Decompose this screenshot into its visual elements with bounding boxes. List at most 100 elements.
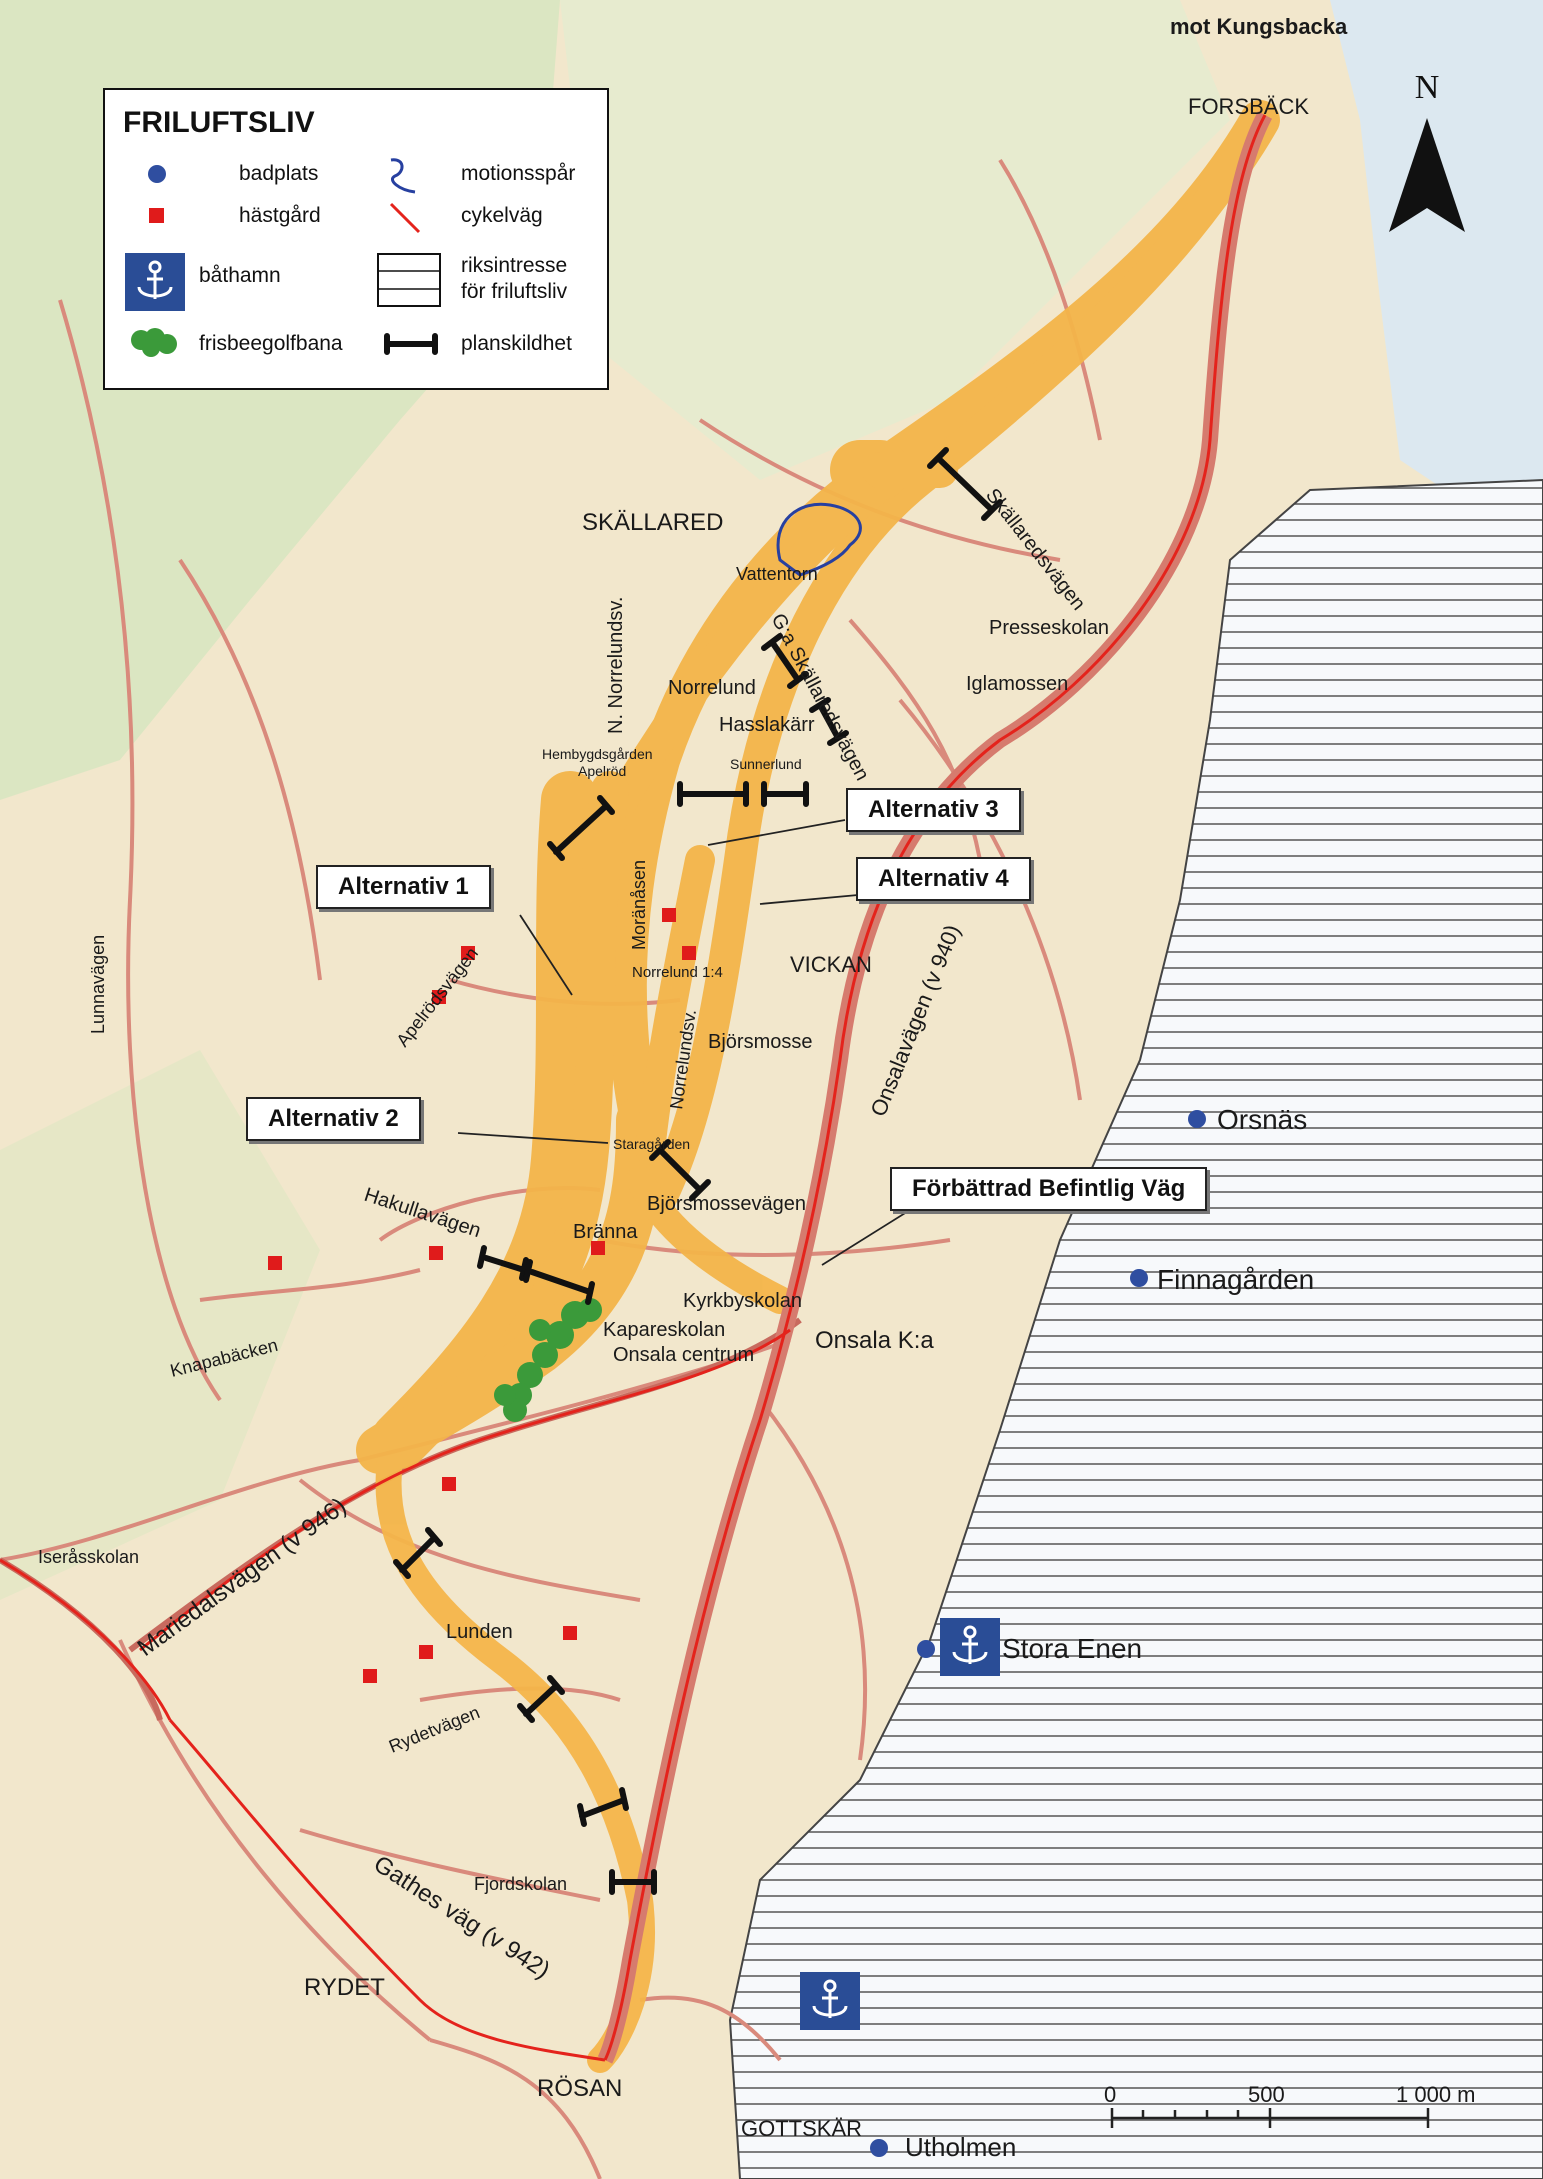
label-rosan: RÖSAN [537,2075,622,2102]
badplats-icon [148,165,166,183]
planskildhet-icon [809,697,849,746]
label-hembygdsgarden: Hembygdsgården [542,746,653,762]
hastgard-icon [149,208,164,223]
planskildhet-markers [393,447,1003,1895]
label-staragarden: Staragården [613,1136,690,1152]
hastgard-icon [662,908,676,922]
riksintresse-friluftsliv-area [728,478,1543,2179]
planskildhet-icon [609,1869,657,1895]
cykelvag-mariedalsvagen [0,1328,791,2062]
anchor-icon [800,1972,860,2030]
label-onsala-ka: Onsala K:a [815,1327,934,1354]
north-arrow: N [1389,69,1465,232]
hastgard-icon [268,1256,282,1270]
hastgard-icon [419,1645,433,1659]
legend-title: FRILUFTSLIV [123,106,315,139]
riksintresse-icon [377,253,441,307]
label-finnagarden: Finnagården [1157,1264,1314,1295]
planskildhet-icon [384,333,438,355]
label-sunnerlund: Sunnerlund [730,756,802,772]
frisbee-icon [131,328,177,357]
label-vickan: VICKAN [790,952,872,977]
callout-alternativ-3: Alternativ 3 [846,788,1021,832]
forest-area [560,0,1230,480]
planskildhet-icon [517,1675,565,1723]
corridor-alternativ-4 [644,104,1276,1216]
label-gottskar: GOTTSKÄR [741,2116,862,2141]
legend-motionsspar: motionsspår [461,162,576,185]
forest-area [0,1050,320,1600]
hastgard-icon [461,946,475,960]
planskildhet-icon [761,633,809,689]
bathamn-markers [800,1618,1000,2030]
label-branna: Bränna [573,1221,638,1243]
label-bjorsmosse: Björsmosse [708,1031,812,1053]
label-moranasen: Moränåsen [629,860,649,950]
motionsspar-icon [390,158,416,194]
north-label: N [1415,69,1440,106]
label-rydet: RYDET [304,1974,385,2001]
badplats-markers [870,1110,1206,2157]
legend-hastgard: hästgård [239,204,321,227]
label-n-norrelundsv: N. Norrelundsv. [605,597,627,734]
legend-cykelvag: cykelväg [461,204,543,227]
frisbeegolfbana-area [494,1298,602,1422]
planskildhet-icon [393,1527,443,1579]
badplats-icon [870,2139,888,2157]
legend-planskildhet: planskildhet [461,332,572,355]
legend-frisbee: frisbeegolfbana [199,332,343,355]
corridor-kyrkby-link [626,1166,794,1314]
label-kyrkbyskolan: Kyrkbyskolan [683,1290,802,1312]
label-apelrod: Apelröd [578,763,626,779]
north-arrow-icon [1389,118,1465,232]
label-stora-enen: Stora Enen [1002,1633,1142,1664]
motionsspar-trail [776,502,862,577]
planskildhet-icon [677,781,749,807]
hastgard-icon [682,946,696,960]
hastgard-icon [432,990,446,1004]
corridor-alternativ-1 [371,771,599,1469]
label-lunnavagen: Lunnavägen [88,935,108,1034]
hastgard-icon [591,1241,605,1255]
callout-leaders [457,819,911,1266]
scale-label-500: 500 [1248,2082,1285,2107]
hastgard-icon [363,1669,377,1683]
scale-bar: 0 500 1 000 m [1104,2082,1476,2128]
hastgard-icon [442,1477,456,1491]
label-bjorsmossevagen: Björsmossevägen [647,1193,806,1215]
planskildhet-icon [477,1245,529,1281]
callout-alternativ-2: Alternativ 2 [246,1097,421,1141]
cykelvag-icon [389,202,421,234]
callout-alternativ-4: Alternativ 4 [856,857,1031,901]
anchor-icon [940,1618,1000,1676]
label-hasslakarr: Hasslakärr [719,714,815,736]
label-forsback: FORSBÄCK [1188,94,1309,119]
label-norrelund: Norrelund [668,677,756,699]
label-utholmen: Utholmen [905,2132,1016,2162]
callout-forbattrad-befintlig-vag: Förbättrad Befintlig Väg [890,1167,1208,1211]
sea-area [1330,0,1543,500]
planskildhet-icon [927,447,1003,521]
legend-badplats: badplats [239,162,319,185]
label-vattentorn: Vattentorn [736,564,818,584]
hastgard-icon [429,1246,443,1260]
badplats-icon [1130,1269,1148,1287]
callout-alternativ-1: Alternativ 1 [316,865,491,909]
label-norrelund14: Norrelund 1:4 [632,964,723,981]
planskildhet-icon [649,1139,711,1201]
label-iglamossen: Iglamossen [966,673,1068,695]
scale-label-1000: 1 000 m [1396,2082,1476,2107]
planskildhet-icon [523,1259,595,1305]
legend-riksintresse-1: riksintresse [461,254,568,277]
scale-label-0: 0 [1104,2082,1116,2107]
label-presseskolan: Presseskolan [989,617,1109,639]
label-orsnas: Orsnäs [1217,1104,1307,1135]
planskildhet-icon [547,795,615,861]
label-skallared: SKÄLLARED [582,509,723,536]
label-mot-kungsbacka: mot Kungsbacka [1170,14,1348,39]
corridor-moranasen [635,845,715,1165]
legend-riksintresse-2: för friluftsliv [461,280,568,303]
label-iserasskolan: Iseråsskolan [38,1547,139,1567]
planskildhet-icon [577,1787,629,1827]
